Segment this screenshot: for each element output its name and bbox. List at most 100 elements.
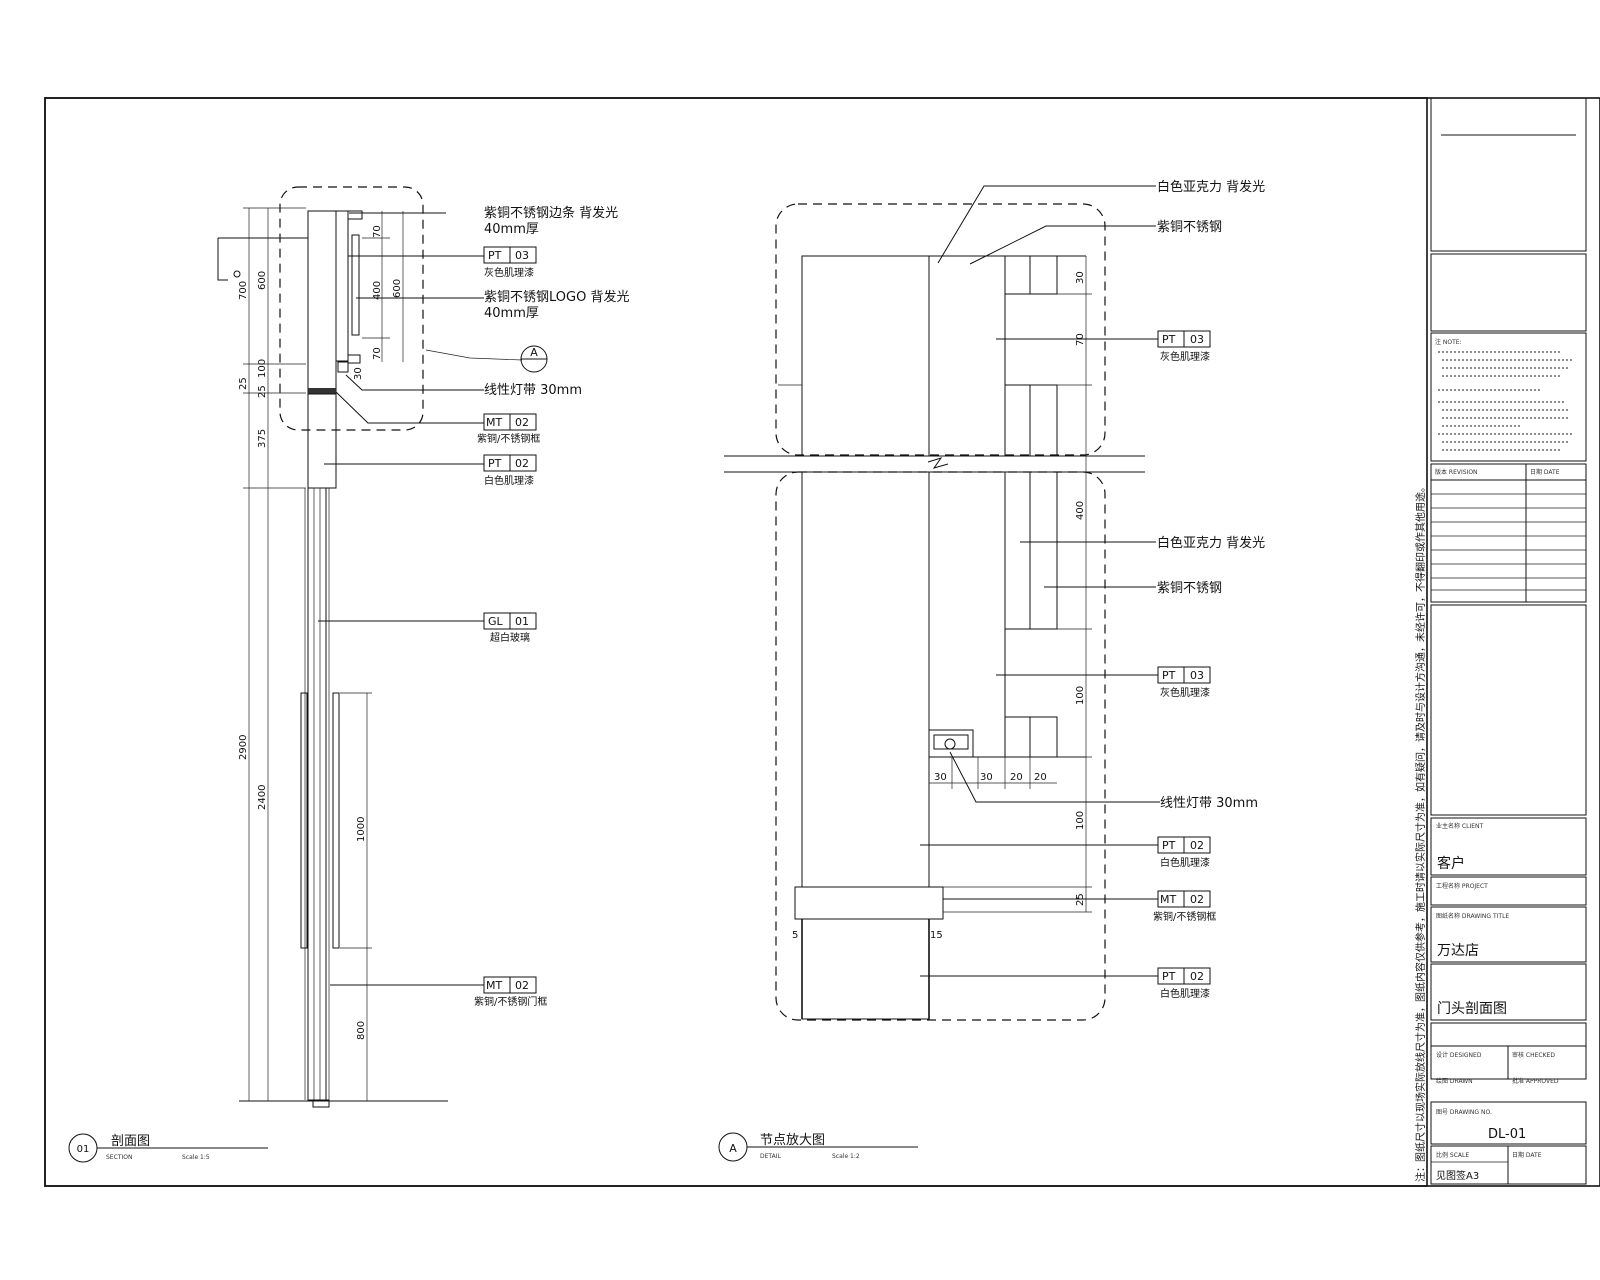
title-block: 注：图纸尺寸以现场实际放线尺寸为准，图纸内容仅供参考，施工时请以实际尺寸为准，如… [1414, 97, 1587, 1185]
svg-text:MT: MT [486, 979, 502, 992]
svg-text:PT: PT [1162, 970, 1176, 983]
dwgno-box [1430, 1101, 1587, 1145]
logo-steel-lower [1029, 471, 1058, 630]
callout-logo-thickness: 40mm厚 [484, 306, 539, 321]
detail-hdim-30b: 30 [980, 772, 993, 783]
svg-text:PT: PT [488, 457, 502, 470]
detail-tag-mt02-label: 紫铜/不锈钢框 [1153, 910, 1216, 923]
svg-text:02: 02 [1190, 970, 1204, 983]
tag-pt02: PT 02 白色肌理漆 [483, 454, 537, 487]
dim-2400: 2400 [257, 785, 268, 810]
svg-text:PT: PT [1162, 839, 1176, 852]
detail-callout-steel2: 紫铜不锈钢 [1157, 581, 1222, 596]
dim-375: 375 [257, 429, 268, 448]
dim-25b: 25 [238, 377, 249, 390]
tag-pt03-label: 灰色肌理漆 [484, 266, 534, 279]
tag-mt02-label: 紫铜/不锈钢框 [477, 432, 540, 445]
detail-tag-pt03: PT 03 灰色肌理漆 [1157, 330, 1211, 363]
client-box [1430, 817, 1587, 876]
section-title-number: 01 [77, 1144, 90, 1155]
client-label: 业主名称 CLIENT [1436, 822, 1483, 830]
svg-text:02: 02 [515, 416, 529, 429]
logo-dim-70b: 70 [372, 347, 383, 360]
svg-text:GL: GL [488, 615, 504, 628]
detail-tag-pt02b: PT 02 白色肌理漆 [1157, 967, 1211, 1000]
section-title-scale: Scale 1:5 [182, 1154, 210, 1161]
wall-core-upper [801, 255, 930, 457]
section-title-block: 01 剖面图 SECTION Scale 1:5 [68, 1133, 268, 1163]
rev-head-right: 日期 DATE [1530, 468, 1560, 476]
frame-band [308, 388, 336, 394]
callout-logo: 紫铜不锈钢LOGO 背发光 [484, 289, 629, 305]
door-handle-left [300, 692, 308, 949]
checker-label: 审核 CHECKED [1512, 1051, 1555, 1059]
handle-dim-800: 800 [356, 1021, 367, 1040]
svg-text:PT: PT [1162, 333, 1176, 346]
svg-text:01: 01 [515, 615, 529, 628]
leader-light [949, 751, 1160, 803]
frame-section [794, 886, 944, 920]
detail-dim-100a: 100 [1075, 686, 1086, 705]
size-value: 见图签A3 [1436, 1169, 1479, 1182]
edge-strip [347, 210, 363, 220]
logo-box [1430, 97, 1587, 252]
leader-steel [969, 225, 1156, 265]
drawn-label: 绘图 DRAWN [1436, 1077, 1473, 1085]
detail-tag-pt02: PT 02 白色肌理漆 [1157, 836, 1211, 869]
lower-wall-section [307, 393, 337, 489]
break-symbol [927, 457, 949, 469]
section-title-sub: SECTION [106, 1154, 132, 1161]
edge-strip-box [1004, 255, 1058, 295]
tag-pt02-label: 白色肌理漆 [484, 474, 534, 487]
project-value: 万达店 [1437, 943, 1479, 959]
callout-edge-strip: 紫铜不锈钢边条 背发光 [484, 205, 618, 221]
vertical-note: 注：图纸尺寸以现场实际放线尺寸为准，图纸内容仅供参考，施工时请以实际尺寸为准，如… [1414, 482, 1427, 1182]
dim-700: 700 [238, 281, 249, 300]
drawing-title-value: 门头剖面图 [1437, 1001, 1507, 1017]
logo-dim-600: 600 [392, 279, 403, 298]
glass-core [313, 487, 321, 1101]
svg-text:03: 03 [1190, 333, 1204, 346]
svg-text:MT: MT [1160, 893, 1176, 906]
detail-callout-outline [279, 186, 424, 431]
sign-backing [335, 210, 349, 362]
designer-label: 设计 DESIGNED [1436, 1051, 1482, 1059]
steel-edge-top [1029, 255, 1058, 295]
sheet-border [44, 97, 1600, 1187]
detail-tag-pt03b: PT 03 灰色肌理漆 [1157, 666, 1211, 699]
anchor-bolt [233, 270, 241, 278]
tag-gl01-label: 超白玻璃 [490, 631, 530, 644]
scale-label: 比例 SCALE [1436, 1151, 1469, 1159]
callout-light-strip: 线性灯带 30mm [484, 383, 582, 398]
project-box [1430, 906, 1587, 963]
detail-marker-label: A [530, 346, 538, 359]
logo-dim-70a: 70 [372, 225, 383, 238]
logo-dim-30: 30 [353, 367, 364, 380]
svg-text:PT: PT [488, 249, 502, 262]
svg-text:02: 02 [515, 457, 529, 470]
detail-title-block: A 节点放大图 DETAIL Scale 1:2 [718, 1132, 918, 1162]
detail-dim-100b: 100 [1075, 811, 1086, 830]
detail-hdim-30a: 30 [934, 772, 947, 783]
svg-text:PT: PT [1162, 669, 1176, 682]
callout-edge-strip-thickness: 40mm厚 [484, 222, 539, 237]
dim-100: 100 [257, 359, 268, 378]
logo-plate [351, 234, 360, 336]
dwgno-value: DL-01 [1488, 1127, 1526, 1142]
detail-title-number: A [729, 1142, 737, 1155]
detail-upper-outline [775, 203, 1106, 456]
detail-callout-acrylic: 白色亚克力 背发光 [1157, 179, 1265, 195]
light-fixture [944, 738, 956, 750]
wall-core-lower [801, 471, 930, 888]
bottom-strip-box [1004, 716, 1058, 758]
detail-tag-pt02-label: 白色肌理漆 [1160, 856, 1210, 869]
tag-pt03: PT 03 灰色肌理漆 [483, 246, 537, 279]
upper-wall-section [307, 210, 337, 394]
wall-core-base [801, 918, 930, 1020]
detail-title-scale: Scale 1:2 [832, 1153, 860, 1160]
approved-label: 批准 APPROVED [1512, 1077, 1559, 1085]
light-strip-top [347, 354, 361, 364]
logo-box-lower [1004, 471, 1058, 630]
leader-light [345, 374, 484, 391]
